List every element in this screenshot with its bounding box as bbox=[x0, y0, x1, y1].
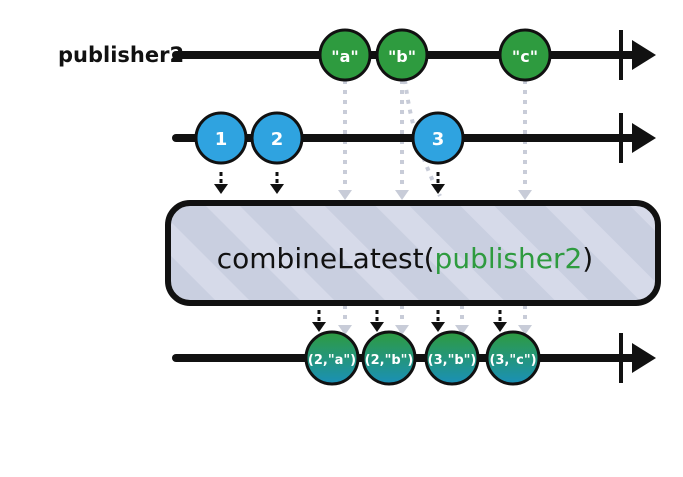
output-marble-3: (3,"b") bbox=[424, 330, 480, 386]
source-marble-1-label: 1 bbox=[215, 129, 228, 150]
upper-stream-label: publisher2 bbox=[58, 43, 184, 67]
source-arrow-head bbox=[632, 123, 656, 153]
source-marble-2-label: 2 bbox=[271, 129, 284, 150]
connector-arrowhead-out-b2 bbox=[455, 325, 469, 335]
operator-name: combineLatest bbox=[217, 242, 424, 275]
output-arrow-head bbox=[632, 343, 656, 373]
operator-close-paren: ) bbox=[582, 242, 593, 275]
arrow-1-head bbox=[214, 184, 228, 194]
upper-marble-c-label: "c" bbox=[512, 47, 538, 66]
out-arrow-4-head bbox=[493, 322, 507, 332]
upper-marble-a-label: "a" bbox=[331, 47, 358, 66]
upper-marble-c: "c" bbox=[498, 28, 552, 82]
output-marble-1-label: (2,"a") bbox=[308, 353, 356, 368]
arrow-3-head bbox=[431, 184, 445, 194]
upper-marble-b-label: "b" bbox=[388, 47, 416, 66]
connector-arrowhead-out-c bbox=[518, 325, 532, 335]
operator-label: combineLatest(publisher2) bbox=[217, 242, 593, 275]
upper-stream: publisher2 "a" "b" "c" bbox=[58, 28, 656, 82]
upper-marble-a: "a" bbox=[318, 28, 372, 82]
operator-to-output-arrows bbox=[312, 310, 507, 332]
arrow-2-head bbox=[270, 184, 284, 194]
operator-box: combineLatest(publisher2) bbox=[165, 200, 661, 306]
operator-box-frame bbox=[165, 200, 661, 306]
source-marble-3: 3 bbox=[411, 111, 465, 165]
out-arrow-1-head bbox=[312, 322, 326, 332]
output-marble-3-label: (3,"b") bbox=[428, 353, 477, 368]
connector-arrowheads bbox=[338, 190, 532, 335]
operator-argument: publisher2 bbox=[435, 242, 583, 275]
source-marble-3-label: 3 bbox=[432, 129, 445, 150]
output-marble-2-label: (2,"b") bbox=[365, 353, 414, 368]
source-stream: 1 2 3 bbox=[172, 111, 656, 165]
source-marble-1: 1 bbox=[194, 111, 248, 165]
connector-arrowhead-b bbox=[395, 190, 409, 200]
connector-arrowhead-out-a bbox=[338, 325, 352, 335]
connector-arrowhead-a bbox=[338, 190, 352, 200]
source-to-operator-arrows bbox=[214, 172, 445, 194]
output-marble-2: (2,"b") bbox=[361, 330, 417, 386]
connector-arrowhead-c bbox=[518, 190, 532, 200]
upper-arrow-head bbox=[632, 40, 656, 70]
output-marble-4: (3,"c") bbox=[485, 330, 541, 386]
output-marble-1: (2,"a") bbox=[304, 330, 360, 386]
connector-arrowhead-out-b bbox=[395, 325, 409, 335]
upper-marble-b: "b" bbox=[375, 28, 429, 82]
output-stream: (2,"a") (2,"b") (3,"b") (3,"c") bbox=[172, 330, 656, 386]
out-arrow-3-head bbox=[431, 322, 445, 332]
source-marble-2: 2 bbox=[250, 111, 304, 165]
output-marble-4-label: (3,"c") bbox=[489, 353, 536, 368]
out-arrow-2-head bbox=[370, 322, 384, 332]
operator-open-paren: ( bbox=[424, 242, 435, 275]
